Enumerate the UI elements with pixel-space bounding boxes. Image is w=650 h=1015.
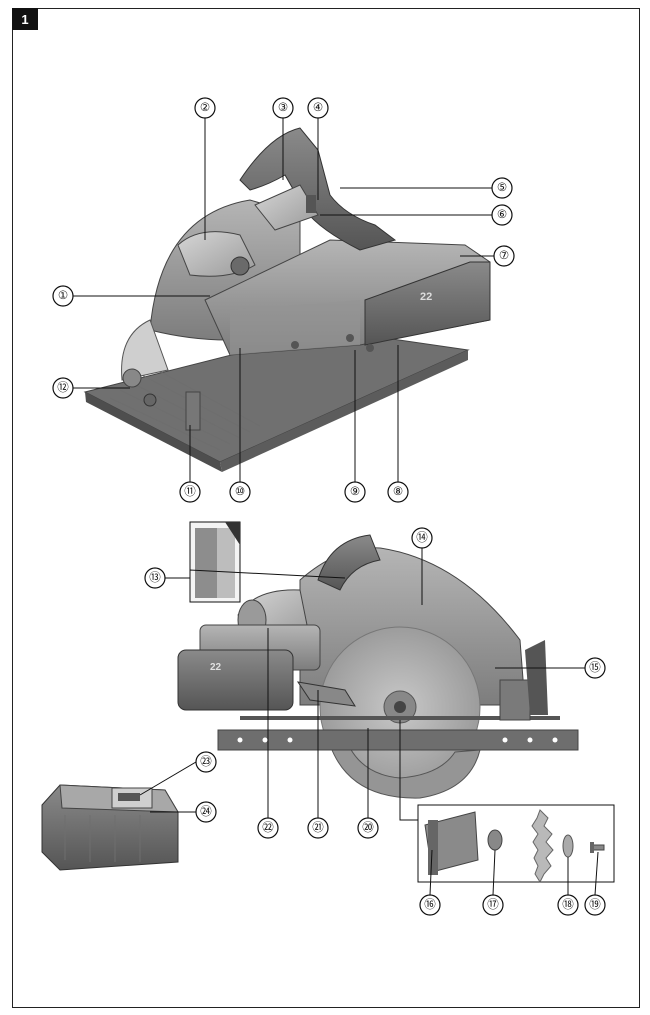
svg-text:⑩: ⑩ xyxy=(235,486,245,498)
figure-number-badge: 1 xyxy=(12,8,38,30)
front-grip xyxy=(254,184,319,231)
svg-text:②: ② xyxy=(200,102,210,114)
svg-text:⑮: ⑮ xyxy=(589,661,601,674)
battery-side-22-marking: 22 xyxy=(210,662,222,673)
svg-text:⑰: ⑰ xyxy=(487,898,499,911)
saw-top-view: 22 xyxy=(83,127,491,472)
svg-text:④: ④ xyxy=(313,102,323,114)
callout-1: ① xyxy=(52,285,74,307)
callouts: ① ② ③ ④ ⑤ ⑥ ⑦ ⑧ ⑨ ⑩ ⑪ ⑫ ⑬ ⑭ ⑮ ⑯ ⑰ ⑱ ⑲ ⑳ … xyxy=(52,97,606,916)
battery-side xyxy=(177,649,294,711)
callout-14: ⑭ xyxy=(411,527,433,549)
svg-text:㉓: ㉓ xyxy=(200,755,212,768)
battery-22-marking: 22 xyxy=(420,291,432,303)
callout-5: ⑤ xyxy=(491,177,513,199)
svg-text:⑦: ⑦ xyxy=(499,250,509,262)
svg-text:⑫: ⑫ xyxy=(57,381,69,394)
saw-side-view: 22 xyxy=(177,521,579,799)
svg-text:㉒: ㉒ xyxy=(262,821,274,834)
svg-text:⑭: ⑭ xyxy=(416,531,428,544)
callout-22: ㉒ xyxy=(257,817,279,839)
callout-8: ⑧ xyxy=(387,481,409,503)
figure-frame xyxy=(12,8,640,1008)
svg-text:⑱: ⑱ xyxy=(562,898,574,911)
battery-top xyxy=(364,261,491,346)
svg-text:⑨: ⑨ xyxy=(350,486,360,498)
callout-19: ⑲ xyxy=(584,894,606,916)
callout-3: ③ xyxy=(272,97,294,119)
callout-7: ⑦ xyxy=(493,245,515,267)
callout-4: ④ xyxy=(307,97,329,119)
callout-15: ⑮ xyxy=(584,657,606,679)
blade-detail-inset xyxy=(399,720,615,884)
svg-text:⑪: ⑪ xyxy=(184,485,196,498)
leader-lines xyxy=(73,118,599,896)
svg-text:⑤: ⑤ xyxy=(497,182,507,194)
callout-13: ⑬ xyxy=(144,567,166,589)
svg-text:①: ① xyxy=(58,290,68,302)
svg-text:㉔: ㉔ xyxy=(200,805,212,818)
svg-text:⑲: ⑲ xyxy=(589,898,601,911)
callout-9: ⑨ xyxy=(344,481,366,503)
svg-text:㉑: ㉑ xyxy=(312,821,324,834)
trigger-lever xyxy=(296,681,356,707)
callout-23: ㉓ xyxy=(195,751,217,773)
svg-text:⑳: ⑳ xyxy=(362,821,374,834)
base-plate-side xyxy=(217,729,579,751)
callout-18: ⑱ xyxy=(557,894,579,916)
rear-handle-side xyxy=(317,534,381,591)
svg-text:⑥: ⑥ xyxy=(497,209,507,221)
callout-2: ② xyxy=(194,97,216,119)
callout-17: ⑰ xyxy=(482,894,504,916)
depth-lever xyxy=(185,391,201,431)
callout-24: ㉔ xyxy=(195,801,217,823)
callout-6: ⑥ xyxy=(491,204,513,226)
callout-10: ⑩ xyxy=(229,481,251,503)
svg-text:⑬: ⑬ xyxy=(149,571,161,584)
svg-text:⑧: ⑧ xyxy=(393,486,403,498)
callout-21: ㉑ xyxy=(307,817,329,839)
callout-11: ⑪ xyxy=(179,481,201,503)
callout-12: ⑫ xyxy=(52,377,74,399)
callout-16: ⑯ xyxy=(419,894,441,916)
svg-text:③: ③ xyxy=(278,102,288,114)
battery-pack xyxy=(41,784,179,871)
callout-20: ⑳ xyxy=(357,817,379,839)
bevel-scale xyxy=(121,319,169,381)
svg-text:⑯: ⑯ xyxy=(424,898,436,911)
